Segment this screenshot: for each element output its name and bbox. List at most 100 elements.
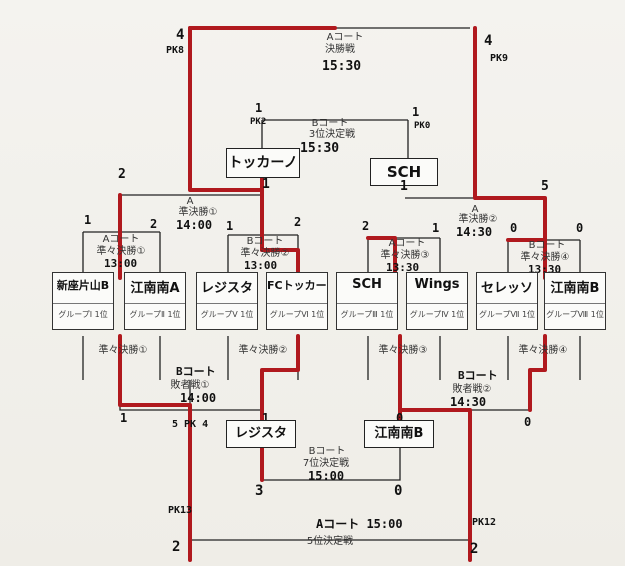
semi-winner-left-name: トッカーノ: [228, 155, 298, 171]
final-pk-right: PK9: [490, 53, 509, 64]
final-time: 15:30: [322, 59, 362, 74]
loser1-pk-mark: 5 PK 4: [172, 419, 209, 430]
team-box-7: セレッソ グループⅦ 1位: [476, 272, 538, 330]
team-1-divider: [53, 303, 113, 304]
team-box-5: SCH グループⅢ 1位: [336, 272, 398, 330]
third-score-right: 1: [412, 105, 420, 119]
seventh-team-right: 江南南B: [374, 426, 424, 441]
third-pk-left: PK2: [250, 117, 267, 127]
team-1-group: グループⅠ 1位: [58, 310, 108, 319]
team-1-name: 新座片山B: [56, 279, 110, 292]
team-box-4: FCトッカーノ グループⅥ 1位: [266, 272, 328, 330]
seventh-time: 15:00: [308, 469, 345, 483]
team-3-divider: [197, 303, 257, 304]
team-box-1: 新座片山B グループⅠ 1位: [52, 272, 114, 330]
fifth-pk-left: PK13: [168, 505, 193, 516]
team-7-divider: [477, 303, 537, 304]
qf2-court: Bコート: [246, 236, 284, 247]
semi2-score-left: 1: [400, 179, 408, 194]
qf2-bottom-label: 準々決勝②: [238, 345, 288, 356]
qf4-title: 準々決勝④: [520, 252, 570, 263]
qf1-time: 13:00: [104, 257, 138, 270]
qf1-score-left: 1: [84, 213, 92, 227]
qf3-score-right: 1: [432, 221, 440, 235]
semi-winner-box-right: SCH: [370, 158, 438, 186]
semi2-time: 14:30: [456, 225, 493, 239]
qf3-score-left: 2: [362, 219, 370, 233]
qf2-time: 13:00: [244, 259, 278, 272]
semi2-title: 準決勝②: [458, 214, 498, 225]
team-5-divider: [337, 303, 397, 304]
seventh-score-left: 3: [255, 483, 264, 499]
team-box-8: 江南南B グループⅧ 1位: [544, 272, 606, 330]
fifth-score-right: 2: [470, 541, 479, 557]
team-7-group: グループⅦ 1位: [478, 310, 536, 319]
qf4-score-right: 0: [576, 221, 584, 235]
team-2-divider: [125, 303, 185, 304]
third-title: 3位決定戦: [308, 129, 356, 140]
qf3-court: Aコート: [388, 238, 426, 249]
final-court: Aコート: [326, 32, 364, 43]
loser2-score-left: 0: [396, 411, 404, 425]
team-box-3: レジスタ グループⅤ 1位: [196, 272, 258, 330]
seventh-court: Bコート: [308, 446, 346, 457]
third-pk-right: PK0: [414, 121, 431, 131]
qf4-court: Bコート: [528, 240, 566, 251]
fifth-title: 5位決定戦: [306, 536, 354, 547]
team-4-divider: [267, 303, 327, 304]
team-6-divider: [407, 303, 467, 304]
final-score-right: 4: [484, 33, 493, 49]
qf3-bottom-label: 準々決勝③: [378, 345, 428, 356]
team-7-name: セレッソ: [480, 281, 533, 296]
loser1-score-right: 1: [262, 411, 270, 425]
fifth-score-left: 2: [172, 539, 181, 555]
qf1-score-right: 2: [150, 217, 158, 231]
semi-winner-right-name: SCH: [386, 163, 422, 181]
qf3-time: 13:30: [386, 261, 420, 274]
semi1-time: 14:00: [176, 218, 213, 232]
team-2-group: グループⅡ 1位: [129, 310, 181, 319]
team-8-divider: [545, 303, 605, 304]
team-5-group: グループⅢ 1位: [340, 310, 394, 319]
final-title: 決勝戦: [325, 44, 355, 55]
team-5-name: SCH: [352, 277, 382, 292]
loser2-score-right: 0: [524, 415, 532, 429]
third-time: 15:30: [300, 141, 340, 156]
team-2-name: 江南南A: [130, 281, 180, 296]
loser1-time: 14:00: [180, 391, 217, 405]
qf4-score-left: 0: [510, 221, 518, 235]
team-box-2: 江南南A グループⅡ 1位: [124, 272, 186, 330]
team-8-name: 江南南B: [550, 281, 600, 296]
semi-winner-box-left: トッカーノ: [226, 148, 300, 178]
qf2-score-left: 1: [226, 219, 234, 233]
fifth-court-time: Aコート 15:00: [316, 517, 403, 531]
third-court: Bコート: [311, 118, 349, 129]
loser1-title: 敗者戦①: [170, 380, 210, 391]
seventh-box-right: 江南南B: [364, 420, 434, 448]
loser2-time: 14:30: [450, 395, 487, 409]
team-box-6: Wings グループⅣ 1位: [406, 272, 468, 330]
team-3-name: レジスタ: [200, 281, 253, 296]
fifth-pk-right: PK12: [472, 517, 497, 528]
semi1-score-right: 1: [262, 177, 270, 192]
semi1-court: A: [186, 196, 194, 207]
loser2-court: Bコート: [458, 369, 498, 382]
loser2-title: 敗者戦②: [452, 384, 492, 395]
semi2-court: A: [471, 204, 479, 215]
final-pk-left: PK8: [166, 45, 185, 56]
seventh-score-right: 0: [394, 483, 403, 499]
seventh-box-left: レジスタ: [226, 420, 296, 448]
qf4-bottom-label: 準々決勝④: [518, 345, 568, 356]
qf2-title: 準々決勝②: [240, 248, 290, 259]
team-4-group: グループⅥ 1位: [269, 310, 325, 319]
qf1-title: 準々決勝①: [96, 246, 146, 257]
qf1-court: Aコート: [102, 234, 140, 245]
qf3-title: 準々決勝③: [380, 250, 430, 261]
semi1-title: 準決勝①: [178, 207, 218, 218]
loser1-court: Bコート: [176, 365, 216, 378]
team-4-name: FCトッカーノ: [267, 279, 327, 292]
seventh-team-left: レジスタ: [234, 426, 287, 441]
semi1-score-left: 2: [118, 167, 126, 182]
